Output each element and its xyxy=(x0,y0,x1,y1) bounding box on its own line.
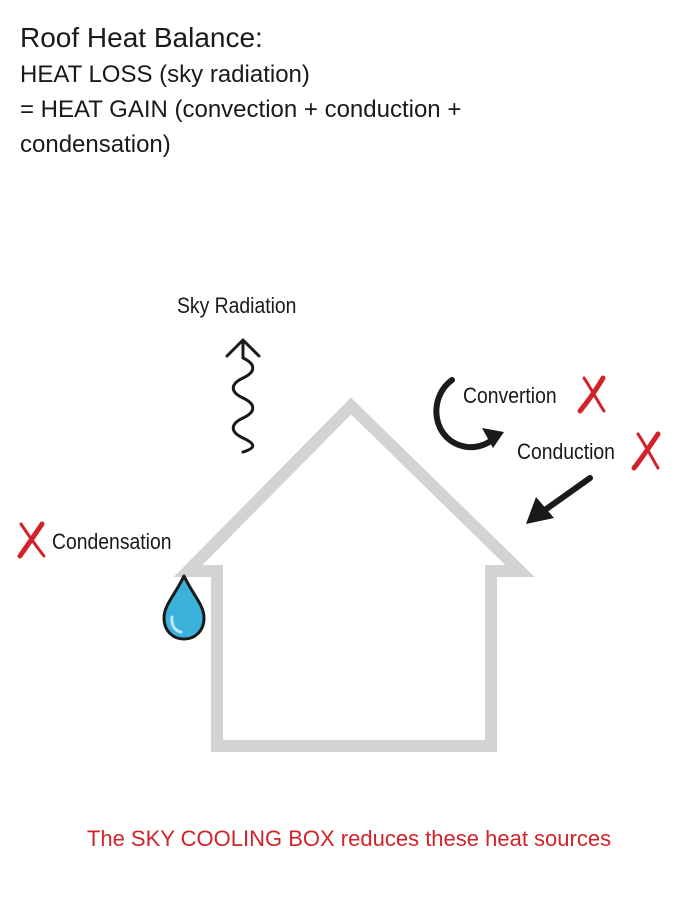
wavy-arrow-up-icon xyxy=(225,338,261,454)
heat-gain-line-cont: condensation) xyxy=(20,131,171,158)
x-mark-icon xyxy=(17,521,46,559)
condensation-label: Condensation xyxy=(52,529,172,554)
curved-arrow-icon xyxy=(433,377,504,451)
heat-loss-line: HEAT LOSS (sky radiation) xyxy=(20,61,310,88)
x-mark-icon xyxy=(631,431,661,471)
convection-label: Convertion xyxy=(463,383,557,408)
heat-gain-line: = HEAT GAIN (convection + conduction + xyxy=(20,96,462,123)
footer-note: The SKY COOLING BOX reduces these heat s… xyxy=(86,826,612,851)
water-drop-icon xyxy=(162,574,206,641)
conduction-label: Conduction xyxy=(517,439,615,464)
house-outline-icon xyxy=(173,397,535,752)
x-mark-icon xyxy=(577,375,606,414)
diagonal-arrow-icon xyxy=(526,475,593,524)
diagram-title: Roof Heat Balance: xyxy=(20,22,263,53)
sky-radiation-label: Sky Radiation xyxy=(177,293,297,318)
